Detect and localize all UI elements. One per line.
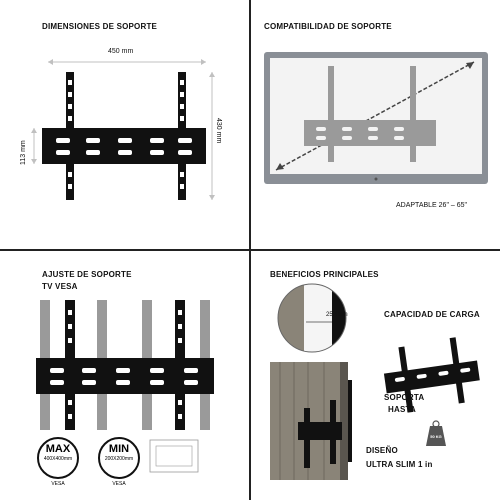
design-line2: ULTRA SLIM 1 in [366,460,433,469]
tv-compat-drawing [264,52,488,184]
range-label: ADAPTABLE 26" – 65" [396,202,467,209]
min-size: 200X200mm [104,456,134,462]
bracket-dimension-drawing [31,59,215,200]
width-label: 450 mm [108,48,134,55]
supports-line1: SOPORTA [384,393,425,402]
panel-dimensions: DIMENSIONES DE SOPORTE 450 mm 430 mm 113… [0,0,250,250]
vesa-bracket-drawing [36,300,214,479]
design-line1: DISEÑO [366,446,398,455]
vesa-title-line2: TV VESA [42,282,78,291]
max-caption: VESA [51,481,65,487]
panel-benefits: BENEFICIOS PRINCIPALES [250,250,500,500]
max-label: MAX [45,443,71,455]
horizontal-divider [0,249,500,251]
dimensions-title: DIMENSIONES DE SOPORTE [42,22,158,31]
panel-compatibility: COMPATIBILIDAD DE SOPORTE ADAPTABLE 26" … [250,0,500,250]
capacity-label: CAPACIDAD DE CARGA [384,310,480,319]
panel-vesa: AJUSTE DE SOPORTE TV VESA MAX 400X400mm … [0,250,250,500]
weight-icon: 50 KG [430,434,442,439]
compat-title: COMPATIBILIDAD DE SOPORTE [264,22,392,31]
min-caption: VESA [112,481,126,487]
min-label: MIN [108,443,130,455]
vesa-title-line1: AJUSTE DE SOPORTE [42,270,132,279]
benefits-title: BENEFICIOS PRINCIPALES [270,270,379,279]
benefits-drawing [270,283,480,480]
gap-label: 25.4mm [326,312,348,318]
max-size: 400X400mm [43,456,73,462]
supports-line2: HASTA [388,405,416,414]
